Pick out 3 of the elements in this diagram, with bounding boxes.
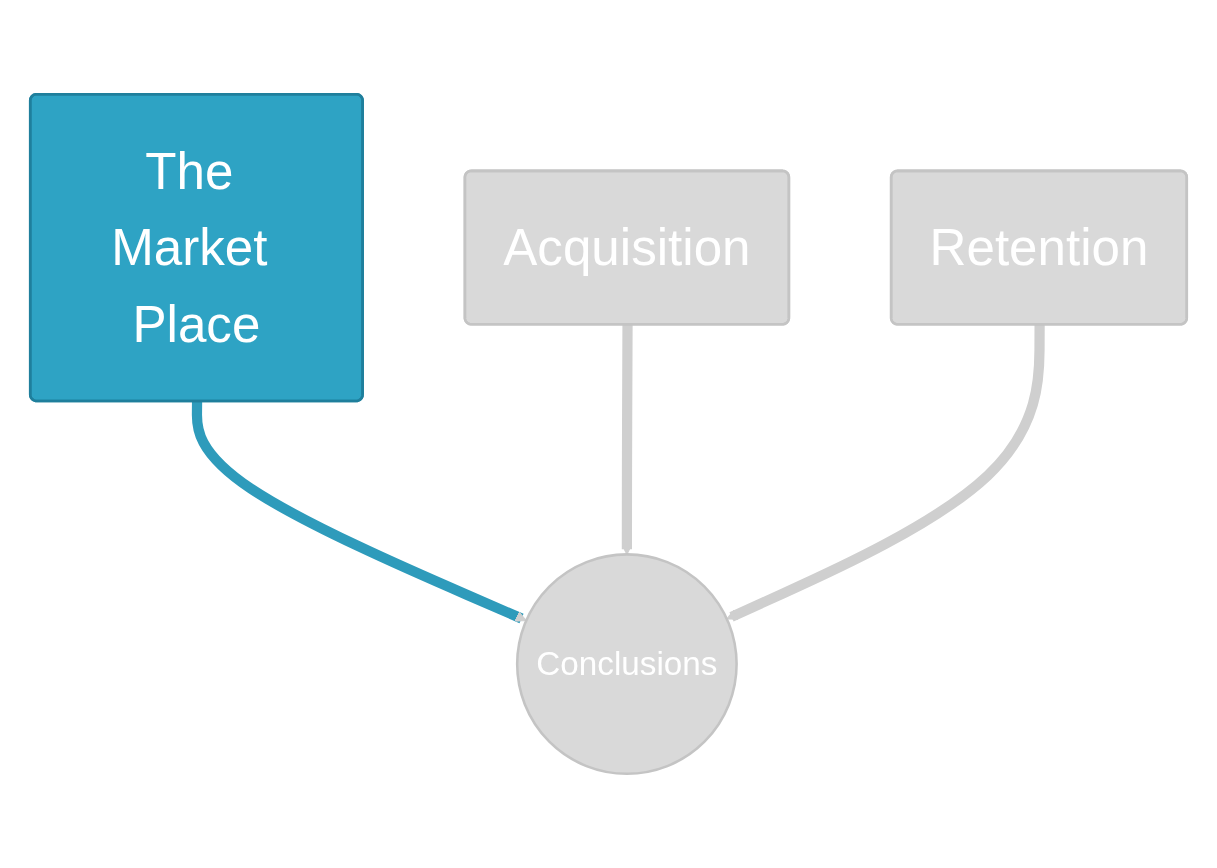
arrow: [726, 324, 1045, 622]
arrow: [191, 401, 527, 624]
arrow: [621, 324, 633, 555]
